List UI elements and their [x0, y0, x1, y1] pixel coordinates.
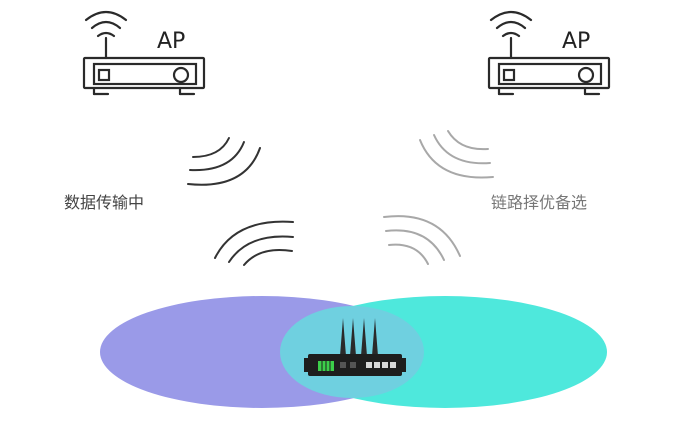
ap-right-label: AP — [562, 29, 590, 54]
active-signal-waves-upper — [187, 137, 261, 186]
standby-signal-waves-upper — [419, 130, 494, 179]
wifi-router-icon — [487, 10, 611, 96]
wifi-router-icon — [82, 10, 206, 96]
ap-right: AP — [487, 10, 611, 96]
label-data-transmitting: 数据传输中 — [64, 193, 144, 212]
standby-signal-waves-lower — [383, 215, 461, 265]
ap-left-label: AP — [157, 29, 185, 54]
4g-router-device-icon — [304, 318, 406, 376]
label-link-backup: 链路择优备选 — [491, 193, 587, 212]
ap-left: AP — [82, 10, 206, 96]
active-signal-waves-lower — [214, 220, 294, 266]
